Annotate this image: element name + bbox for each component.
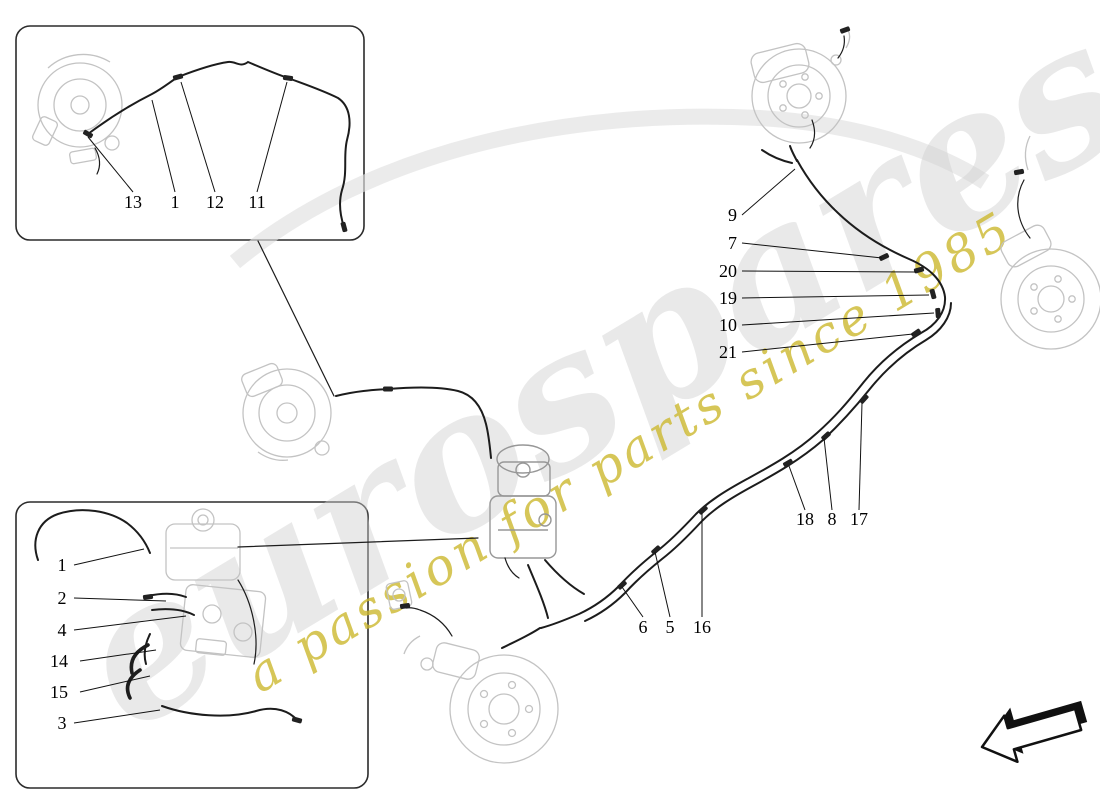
inset-link-line-top xyxy=(257,240,335,397)
callout-bottom-14[interactable]: 14 xyxy=(50,651,68,671)
leader-lines xyxy=(73,81,935,724)
callout-right-10[interactable]: 10 xyxy=(719,315,737,335)
callout-mid-18[interactable]: 18 xyxy=(796,509,814,529)
callout-lower-6[interactable]: 6 xyxy=(639,617,648,637)
callout-right-7[interactable]: 7 xyxy=(728,233,737,253)
direction-arrow-icon xyxy=(980,700,1088,764)
callout-bottom-15[interactable]: 15 xyxy=(50,682,68,702)
callout-top-12[interactable]: 12 xyxy=(206,192,224,212)
front-left-brake-disc-drawing xyxy=(385,580,559,764)
callout-labels: 13 1 12 11 9 7 20 19 10 21 18 8 17 6 5 1… xyxy=(50,192,868,733)
rear-brake-assembly-drawing xyxy=(241,362,332,461)
flexible-hose-15 xyxy=(125,668,142,700)
callout-lower-5[interactable]: 5 xyxy=(666,617,675,637)
callout-top-1[interactable]: 1 xyxy=(171,192,180,212)
watermark-flourish xyxy=(229,108,990,269)
callout-mid-8[interactable]: 8 xyxy=(828,509,837,529)
callout-lower-16[interactable]: 16 xyxy=(693,617,711,637)
pipe-connectors xyxy=(82,26,1025,724)
callout-top-11[interactable]: 11 xyxy=(248,192,265,212)
abs-unit-drawing xyxy=(179,584,267,658)
callout-bottom-3[interactable]: 3 xyxy=(58,713,67,733)
rear-right-brake-disc-drawing xyxy=(1000,135,1100,350)
callout-right-9[interactable]: 9 xyxy=(728,205,737,225)
inset-link-line-bottom xyxy=(237,537,479,548)
callout-right-21[interactable]: 21 xyxy=(719,342,737,362)
callout-top-13[interactable]: 13 xyxy=(124,192,142,212)
rear-wheelhouse-drawing xyxy=(32,53,123,175)
callout-bottom-4[interactable]: 4 xyxy=(58,620,67,640)
callout-bottom-1[interactable]: 1 xyxy=(58,555,67,575)
top-inset-panel xyxy=(15,25,365,241)
callout-right-20[interactable]: 20 xyxy=(719,261,737,281)
callout-mid-17[interactable]: 17 xyxy=(850,509,868,529)
callout-right-19[interactable]: 19 xyxy=(719,288,737,308)
callout-bottom-2[interactable]: 2 xyxy=(58,588,67,608)
flexible-hose-14 xyxy=(129,643,150,675)
brake-fluid-reservoir-drawing xyxy=(165,508,241,581)
master-cylinder-drawing xyxy=(489,444,557,579)
bottom-inset-panel xyxy=(15,501,369,789)
